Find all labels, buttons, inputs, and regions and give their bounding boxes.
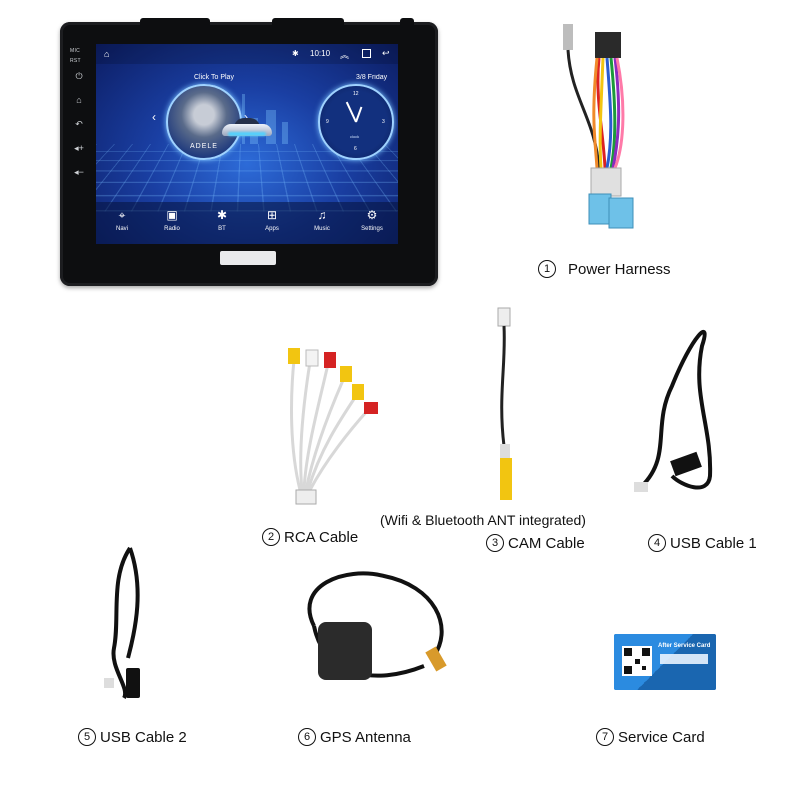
mic-label: MIC: [70, 48, 81, 54]
location-pin-icon: ⌖: [118, 208, 126, 222]
car-image: [222, 118, 272, 138]
usb-cable-1-image: [634, 330, 713, 492]
back-icon[interactable]: ↶: [75, 119, 83, 129]
gear-icon: ⚙: [366, 208, 378, 222]
qr-code-icon: [622, 646, 652, 676]
home-nav-icon[interactable]: ⌂: [104, 49, 110, 59]
recent-apps-icon[interactable]: [362, 49, 371, 58]
music-note-icon: ♫: [317, 208, 327, 222]
service-card-image: After Service Card: [614, 634, 716, 690]
service-card-title: After Service Card: [658, 643, 711, 649]
accessory-label-6: 6 GPS Antenna: [298, 728, 411, 746]
screen[interactable]: ⌂ ✱ 10:10 ︽ ↩ Click To Play 3/8 Friday ‹…: [96, 44, 398, 244]
next-track-icon[interactable]: ›: [244, 110, 248, 124]
accessory-label-5: 5 USB Cable 2: [78, 728, 187, 746]
bluetooth-status-icon: ✱: [292, 49, 299, 58]
artist-name: ADELE: [190, 143, 218, 150]
date-label: 3/8 Friday: [356, 74, 388, 81]
status-time: 10:10: [310, 49, 331, 58]
clock-label: clock: [350, 134, 360, 139]
click-to-play-label[interactable]: Click To Play: [194, 74, 234, 81]
bluetooth-icon: ✱: [216, 208, 228, 222]
rst-label: RST: [70, 58, 81, 64]
dock-item-radio[interactable]: ▣ Radio: [152, 206, 192, 232]
home-icon[interactable]: ⌂: [76, 95, 82, 105]
apps-grid-icon: ⊞: [266, 208, 278, 222]
prev-track-icon[interactable]: ‹: [152, 110, 156, 124]
accessory-label-1: 1 Power Harness: [538, 260, 671, 278]
dock-item-bt[interactable]: ✱ BT: [202, 206, 242, 232]
radio-icon: ▣: [166, 208, 178, 222]
dock-item-apps[interactable]: ⊞ Apps: [252, 206, 292, 232]
minute-hand: [345, 101, 357, 123]
accessory-label-4: 4 USB Cable 1: [648, 534, 757, 552]
usb-cable-2-image: [104, 546, 140, 700]
expand-up-icon[interactable]: ︽: [340, 50, 350, 60]
power-icon[interactable]: ⏻: [75, 71, 83, 81]
gps-antenna-image: [307, 571, 447, 680]
music-widget[interactable]: ADELE: [166, 84, 242, 160]
volume-down-icon[interactable]: ◂−: [74, 167, 84, 177]
cam-cable-image: [497, 307, 512, 500]
accessory-label-3: 3 CAM Cable: [486, 534, 585, 552]
power-harness-image: [563, 24, 634, 229]
dock-item-navi[interactable]: ⌖ Navi: [102, 206, 142, 232]
dock-item-settings[interactable]: ⚙ Settings: [352, 206, 392, 232]
status-bar: ⌂ ✱ 10:10 ︽ ↩: [96, 44, 398, 64]
head-unit: MIC RST ⏻ ⌂ ↶ ◂+ ◂− ⌂ ✱ 10:10 ︽ ↩ Click …: [60, 18, 438, 286]
cam-note: (Wifi & Bluetooth ANT integrated): [380, 512, 586, 528]
rca-cable-image: [288, 348, 378, 505]
app-dock: ⌖ Navi ▣ Radio ✱ BT ⊞ Apps ♫ Music ⚙ Set…: [96, 202, 398, 244]
return-icon[interactable]: ↩: [382, 48, 390, 58]
service-card-text-lines: [660, 654, 708, 664]
accessory-label-2: 2 RCA Cable: [262, 528, 358, 546]
accessory-label-7: 7 Service Card: [596, 728, 705, 746]
clock-widget[interactable]: 12 3 6 9 clock: [318, 84, 394, 160]
volume-up-icon[interactable]: ◂+: [74, 143, 84, 153]
dock-item-music[interactable]: ♫ Music: [302, 206, 342, 232]
air-vent-cutout: [212, 245, 284, 271]
